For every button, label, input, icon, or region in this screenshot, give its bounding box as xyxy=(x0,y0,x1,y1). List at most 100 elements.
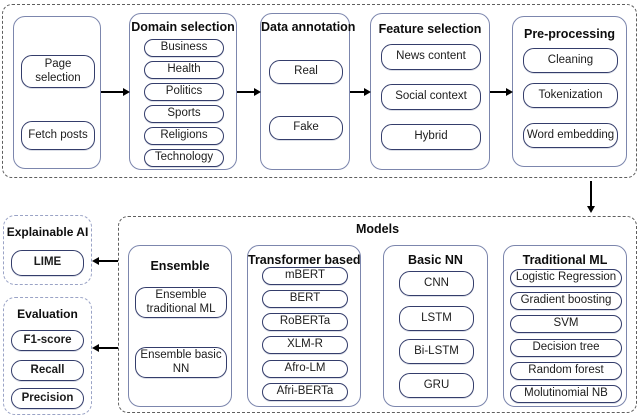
node-label: Decision tree xyxy=(532,341,600,354)
node-label: Gradient boosting xyxy=(520,294,612,307)
group-title: Transformer based xyxy=(248,253,361,267)
node-label: Tokenization xyxy=(538,88,603,101)
group-title: Ensemble xyxy=(150,259,210,273)
node-molutinomial-nb: Molutinomial NB xyxy=(510,385,622,403)
node-label: XLM-R xyxy=(287,338,323,351)
node-label: Business xyxy=(160,41,208,54)
group-title: Evaluation xyxy=(17,307,78,321)
node-label: BERT xyxy=(289,292,321,305)
node-label: Afri-BERTa xyxy=(276,385,334,398)
node-technology: Technology xyxy=(144,149,224,167)
node-label: Ensemble basic NN xyxy=(140,348,222,375)
node-cnn: CNN xyxy=(399,271,474,296)
arrow-models-to-lime xyxy=(92,257,118,265)
group-title: Traditional ML xyxy=(522,253,608,267)
node-roberta: RoBERTa xyxy=(262,313,348,331)
node-label: Social context xyxy=(395,90,467,103)
group-title: Feature selection xyxy=(378,22,482,36)
ensemble-group: Ensemble Ensemble traditional ML Ensembl… xyxy=(128,245,232,407)
node-ensemble-basic-nn: Ensemble basic NN xyxy=(135,347,227,378)
node-sports: Sports xyxy=(144,105,224,123)
node-afri-berta: Afri-BERTa xyxy=(262,383,348,401)
pre-processing-group: Pre-processing Cleaning Tokenization Wor… xyxy=(512,16,627,167)
arrow-pipeline-to-models xyxy=(587,181,595,213)
node-label: RoBERTa xyxy=(279,315,331,328)
explainable-ai-group: Explainable AI LIME xyxy=(3,215,92,285)
node-label: GRU xyxy=(423,378,450,391)
node-label: News content xyxy=(396,50,466,63)
node-label: Health xyxy=(167,63,201,76)
node-label: Cleaning xyxy=(547,53,594,66)
node-fake: Fake xyxy=(269,116,343,140)
group-title: Data annotation xyxy=(261,20,356,34)
traditional-ml-group: Traditional ML Logistic Regression Gradi… xyxy=(503,245,627,407)
node-label: Politics xyxy=(165,85,203,98)
group-title: Explainable AI xyxy=(6,225,89,239)
node-label: Ensemble traditional ML xyxy=(146,288,216,315)
node-label: F1-score xyxy=(23,333,72,346)
node-lime: LIME xyxy=(11,250,84,276)
node-svm: SVM xyxy=(510,315,622,333)
node-politics: Politics xyxy=(144,83,224,101)
node-label: Word embedding xyxy=(526,128,615,141)
feature-selection-group: Feature selection News content Social co… xyxy=(370,13,490,170)
node-label: Precision xyxy=(21,391,74,404)
node-logistic-regression: Logistic Regression xyxy=(510,269,622,287)
node-label: Real xyxy=(294,65,318,78)
arrow-models-to-evaluation xyxy=(92,344,118,352)
node-hybrid: Hybrid xyxy=(381,124,481,150)
node-label: Fetch posts xyxy=(28,128,88,141)
node-label: Technology xyxy=(154,151,214,164)
node-label: Religions xyxy=(160,129,208,142)
evaluation-group: Evaluation F1-score Recall Precision xyxy=(3,297,92,415)
node-health: Health xyxy=(144,61,224,79)
node-label: Sports xyxy=(167,107,201,120)
group-title: Pre-processing xyxy=(523,27,615,41)
data-annotation-group: Data annotation Real Fake xyxy=(260,13,356,170)
node-label: Bi-LSTM xyxy=(414,344,459,357)
node-gru: GRU xyxy=(399,373,474,398)
node-label: LSTM xyxy=(421,311,452,324)
node-ensemble-traditional-ml: Ensemble traditional ML xyxy=(135,287,227,318)
node-afro-lm: Afro-LM xyxy=(262,360,348,378)
node-xlm-r: XLM-R xyxy=(262,336,348,354)
node-random-forest: Random forest xyxy=(510,362,622,380)
node-label: Molutinomial NB xyxy=(524,387,608,400)
node-label: Random forest xyxy=(528,364,604,377)
node-business: Business xyxy=(144,39,224,57)
node-bi-lstm: Bi-LSTM xyxy=(399,339,474,364)
basic-nn-group: Basic NN CNN LSTM Bi-LSTM GRU xyxy=(383,245,488,407)
node-label: Afro-LM xyxy=(284,362,326,375)
group-title: Basic NN xyxy=(408,253,463,267)
transformer-based-group: Transformer based mBERT BERT RoBERTa XLM… xyxy=(247,245,361,407)
node-news-content: News content xyxy=(381,44,481,70)
models-title: Models xyxy=(355,222,400,236)
node-lstm: LSTM xyxy=(399,306,474,331)
node-mbert: mBERT xyxy=(262,267,348,285)
group-title: Domain selection xyxy=(131,20,235,34)
node-label: Logistic Regression xyxy=(515,271,617,284)
node-fetch-posts: Fetch posts xyxy=(21,121,95,150)
node-gradient-boosting: Gradient boosting xyxy=(510,292,622,310)
arrow-domain-to-annotation xyxy=(237,88,261,96)
node-label: Recall xyxy=(30,363,65,376)
arrow-feature-to-preprocessing xyxy=(490,88,513,96)
arrow-collection-to-domain xyxy=(101,88,130,96)
node-tokenization: Tokenization xyxy=(523,83,618,108)
node-social-context: Social context xyxy=(381,84,481,110)
node-decision-tree: Decision tree xyxy=(510,339,622,357)
arrow-annotation-to-feature xyxy=(350,88,371,96)
node-label: SVM xyxy=(553,317,579,330)
node-word-embedding: Word embedding xyxy=(523,123,618,148)
node-recall: Recall xyxy=(11,360,84,381)
node-real: Real xyxy=(269,60,343,84)
node-f1-score: F1-score xyxy=(11,330,84,351)
node-precision: Precision xyxy=(11,388,84,409)
node-label: Hybrid xyxy=(414,130,448,143)
collection-group: Page selection Fetch posts xyxy=(13,16,101,169)
node-bert: BERT xyxy=(262,290,348,308)
node-label: mBERT xyxy=(284,269,326,282)
node-label: LIME xyxy=(33,256,62,269)
node-religions: Religions xyxy=(144,127,224,145)
